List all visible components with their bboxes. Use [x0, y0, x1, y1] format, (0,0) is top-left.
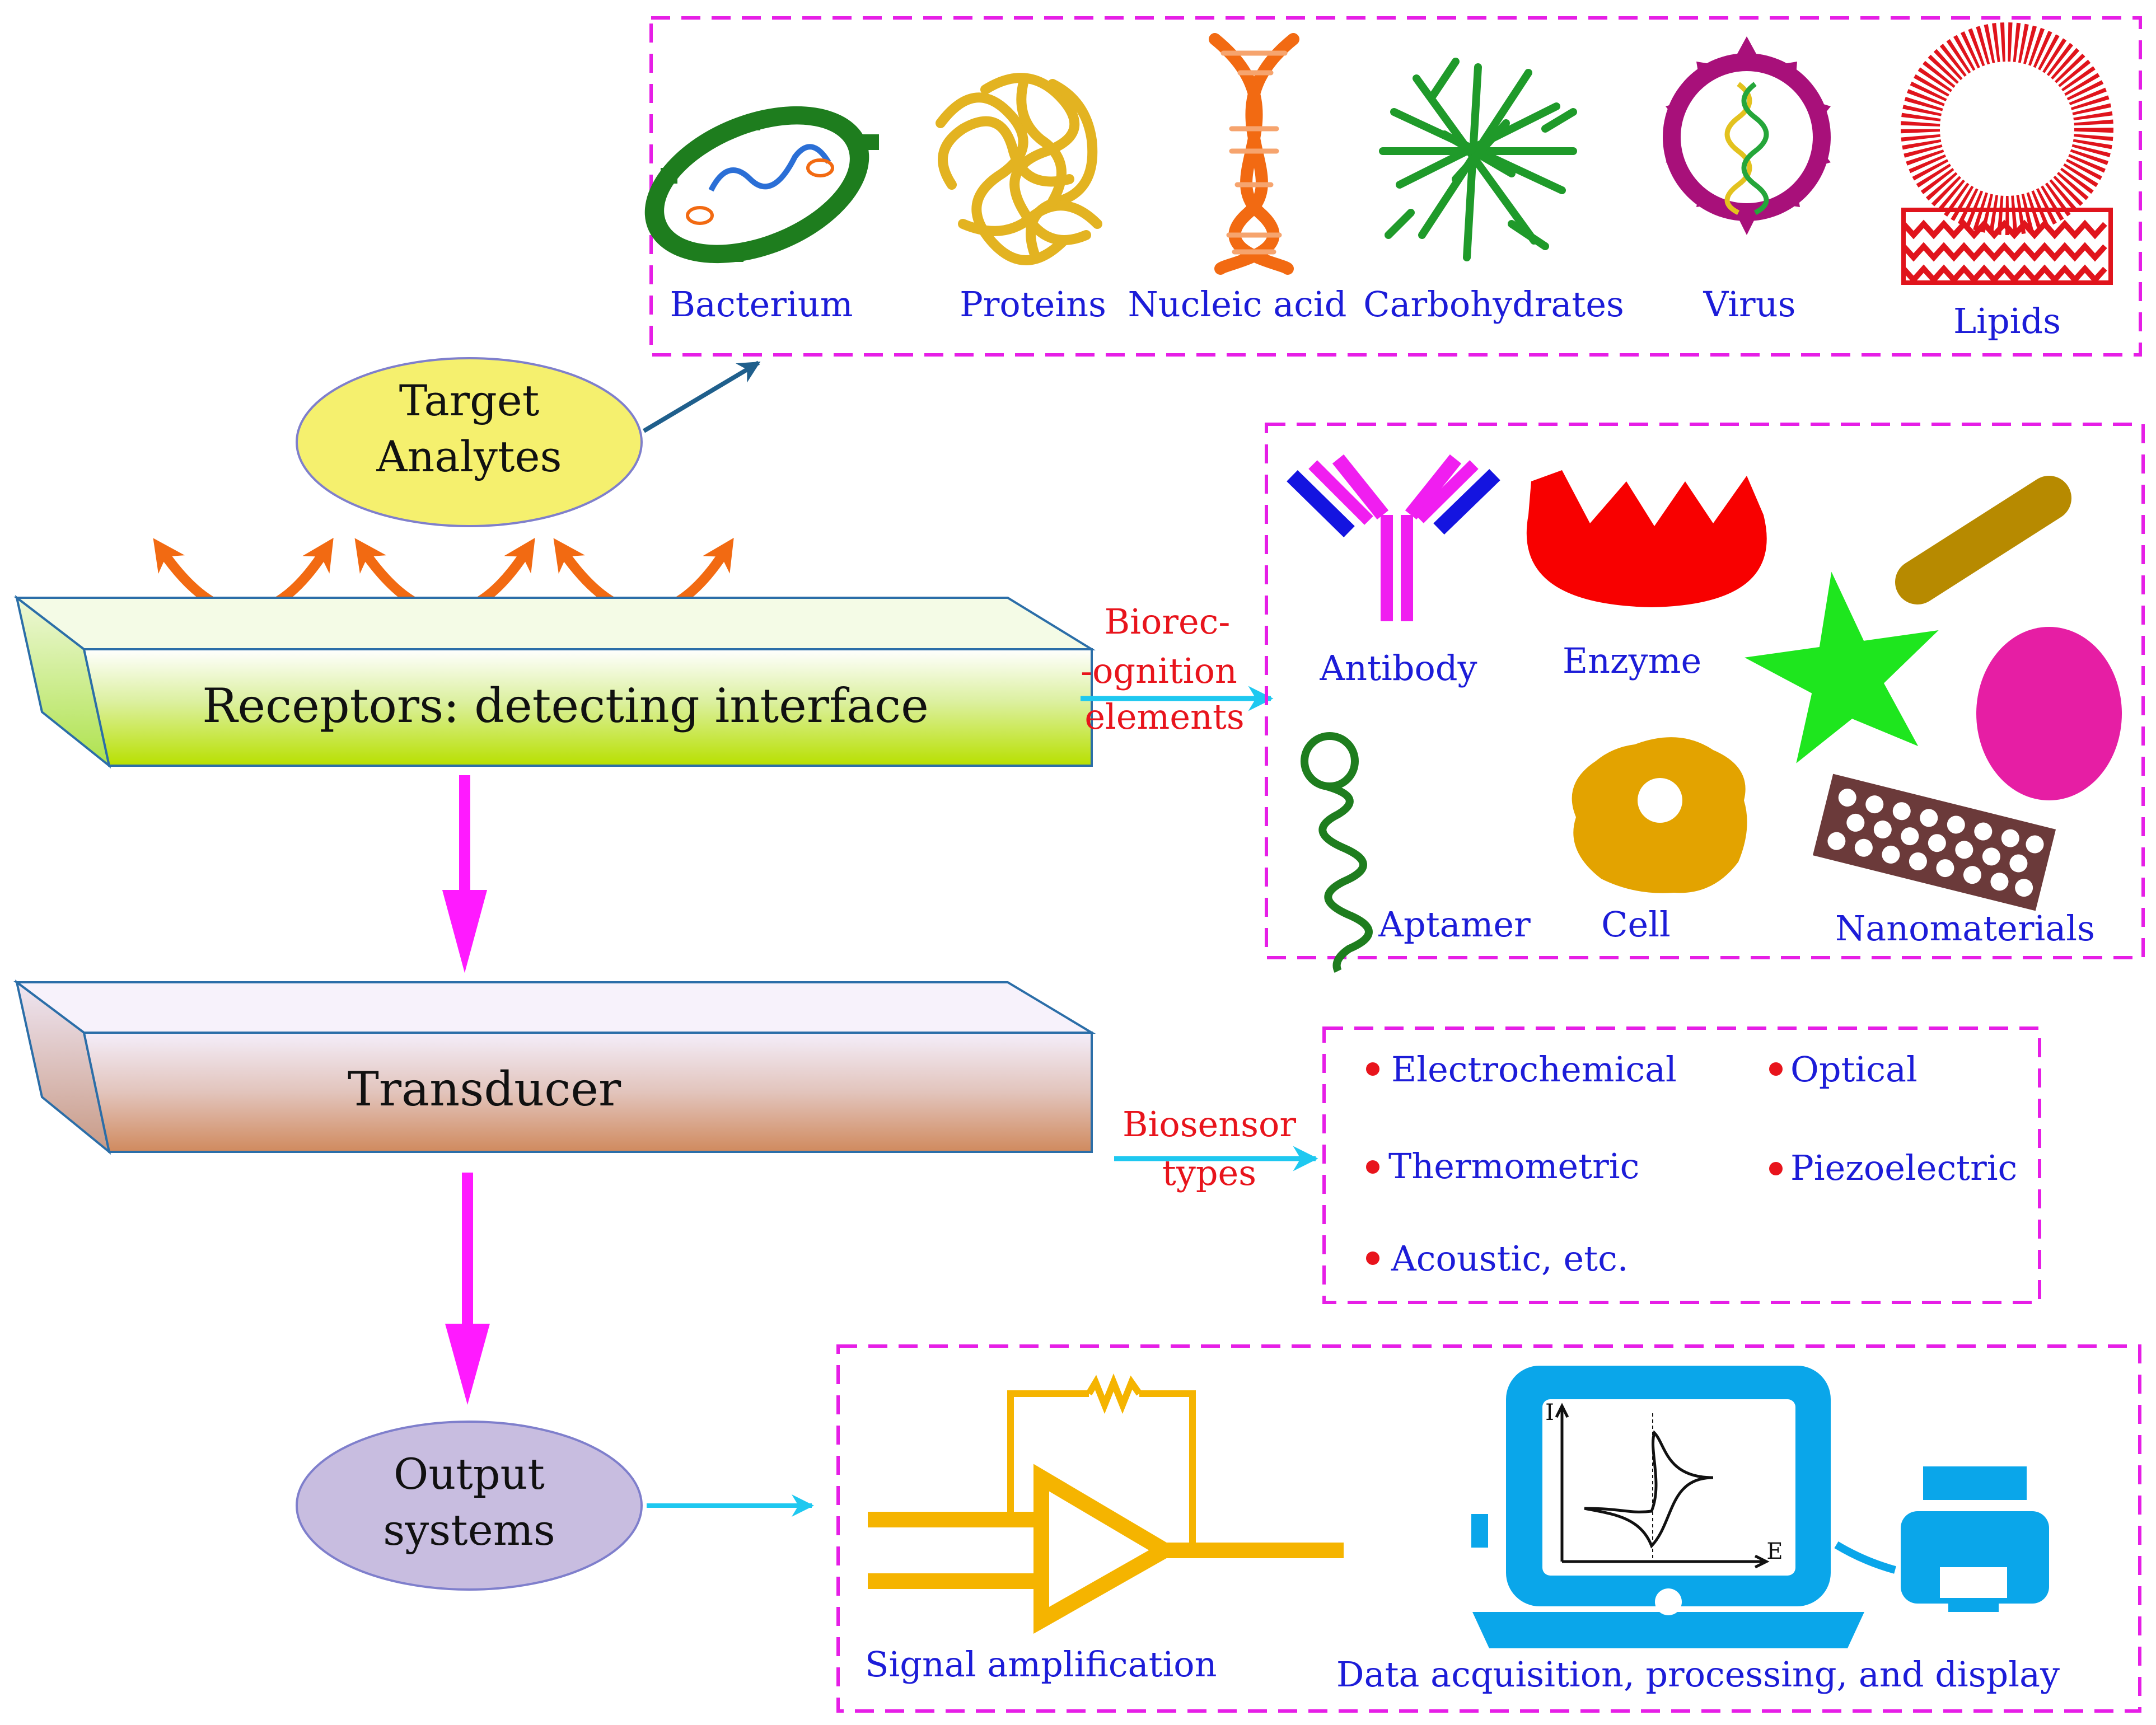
target-analytes-ellipse: [296, 357, 643, 527]
target-analytes-label-2: Analytes: [376, 432, 562, 481]
laptop-printer-cable: [1834, 1541, 1896, 1574]
output-label-1: Output: [394, 1449, 545, 1499]
bio-label-enzyme: Enzyme: [1563, 640, 1701, 681]
biosensor-type-optical: Optical: [1790, 1049, 1918, 1090]
bio-label-nanomaterials: Nanomaterials: [1835, 908, 2095, 949]
biosensor-type-bullets: [1366, 1062, 1783, 1265]
carbohydrate-icon: [1379, 58, 1577, 261]
amplifier-icon: [868, 1373, 1344, 1634]
nanomaterials-icon: [1745, 476, 2122, 911]
receptor-slab: [13, 595, 1096, 769]
biosensor-type-electrochemical: Electrochemical: [1391, 1049, 1677, 1090]
analyte-label-lipids: Lipids: [1953, 301, 2061, 341]
analyte-label-bacterium: Bacterium: [670, 284, 853, 325]
bio-label-cell: Cell: [1601, 904, 1671, 945]
analyte-label-proteins: Proteins: [960, 284, 1106, 325]
flow-arrow-2: [445, 1173, 490, 1405]
flow-arrow-1: [442, 775, 487, 973]
printer-icon: [1901, 1466, 2049, 1612]
biosensor-types-box: [1322, 1026, 2041, 1304]
dna-icon: [1209, 33, 1299, 275]
biosensor-type-thermometric: Thermometric: [1388, 1146, 1639, 1187]
laptop-icon: I E: [1471, 1366, 1864, 1648]
transducer-slab: [13, 979, 1096, 1155]
biosensor-types-label-1: Biosensor: [1123, 1104, 1296, 1145]
aptamer-icon: [1301, 732, 1373, 973]
analyte-label-virus: Virus: [1703, 284, 1796, 325]
biosensor-type-piezoelectric: Piezoelectric: [1790, 1147, 2017, 1188]
analytes-box: [649, 16, 2142, 357]
transducer-label: Transducer: [348, 1062, 621, 1117]
output-systems-ellipse: [296, 1421, 643, 1591]
lipid-icon: [1901, 22, 2113, 285]
cell-icon: [1572, 737, 1747, 893]
analyte-label-carbohydrates: Carbohydrates: [1363, 284, 1624, 325]
biorecognition-label-2: -ognition: [1081, 650, 1237, 691]
receptors-label: Receptors: detecting interface: [202, 678, 929, 733]
bacterium-icon: [644, 106, 879, 264]
axis-i-label: I: [1545, 1400, 1554, 1426]
data-acquisition-label: Data acquisition, processing, and displa…: [1336, 1654, 2060, 1695]
protein-icon: [936, 73, 1102, 265]
output-label-2: systems: [383, 1505, 555, 1555]
biosensor-type-acoustic: Acoustic, etc.: [1391, 1238, 1629, 1279]
biorecognition-label-3: elements: [1084, 696, 1244, 737]
target-analytes-label-1: Target: [399, 376, 540, 425]
bio-label-aptamer: Aptamer: [1378, 904, 1531, 945]
bio-label-antibody: Antibody: [1319, 648, 1477, 688]
biorecognition-box: [1265, 423, 2145, 959]
antibody-icon: [1287, 454, 1500, 621]
enzyme-icon: [1526, 470, 1767, 607]
output-box: [836, 1344, 2141, 1713]
analytes-pointer-arrow: [642, 360, 761, 433]
signal-amplification-label: Signal amplification: [865, 1644, 1217, 1685]
axis-e-label: E: [1766, 1539, 1783, 1564]
biorecognition-label-1: Biorec-: [1105, 601, 1231, 642]
analyte-label-nucleic-acid: Nucleic acid: [1128, 284, 1347, 325]
virus-icon: [1663, 36, 1831, 235]
voltammogram-icon: [1555, 1403, 1770, 1569]
